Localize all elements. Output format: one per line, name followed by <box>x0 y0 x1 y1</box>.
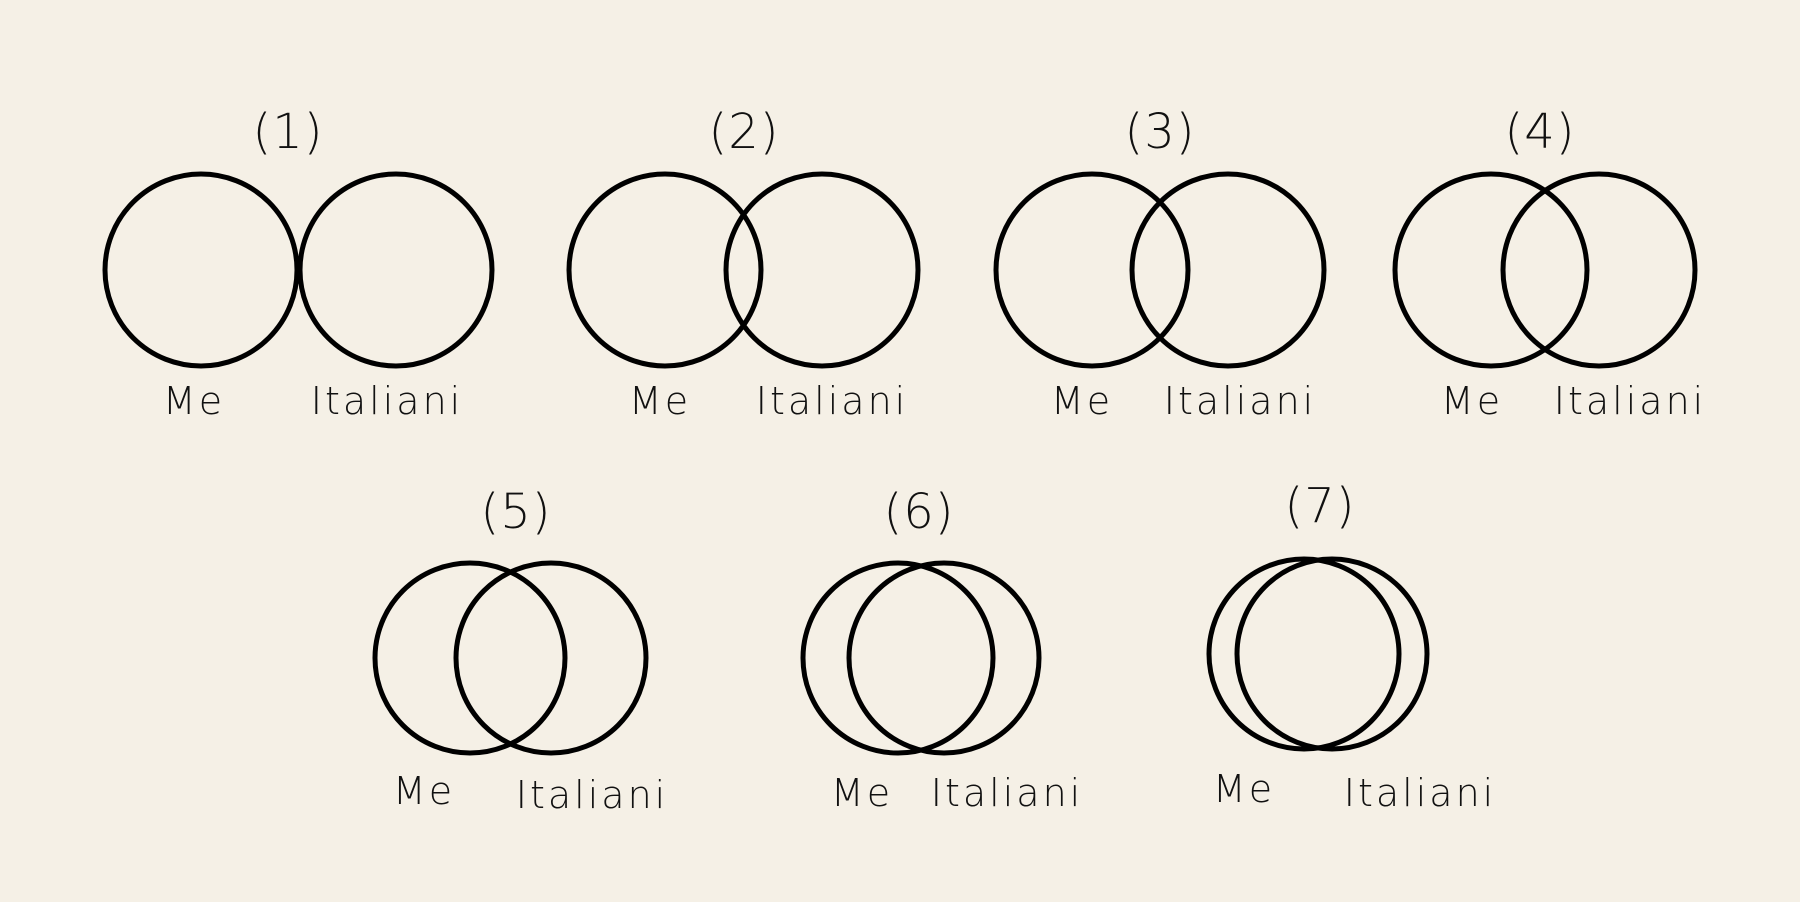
italiani-label-2: Italiani <box>756 379 908 423</box>
italiani-label-4: Italiani <box>1554 379 1706 423</box>
diagram-number-7: (7) <box>1285 478 1356 534</box>
venn-diagram-2: (2) Me Italiani <box>566 104 921 423</box>
italiani-label-6: Italiani <box>931 771 1083 815</box>
diagram-number-3: (3) <box>1125 104 1196 160</box>
italiani-circle-1 <box>297 171 495 369</box>
venn-diagram-6: (6) Me Italiani <box>800 484 1083 815</box>
me-label-5: Me <box>393 769 455 813</box>
venn-diagram-1: (1) Me Italiani <box>102 104 495 423</box>
italiani-label-1: Italiani <box>311 379 463 423</box>
me-circle-1 <box>102 171 300 369</box>
me-circle-5 <box>372 560 568 756</box>
italiani-circle-3 <box>1129 171 1327 369</box>
diagram-number-4: (4) <box>1505 104 1576 160</box>
diagram-number-1: (1) <box>253 104 324 160</box>
me-label-1: Me <box>163 379 225 423</box>
venn-diagram-7: (7) Me Italiani <box>1206 478 1496 815</box>
me-label-4: Me <box>1441 379 1503 423</box>
me-label-3: Me <box>1051 379 1113 423</box>
me-circle-2 <box>566 171 764 369</box>
italiani-circle-2 <box>723 171 921 369</box>
me-circle-3 <box>993 171 1191 369</box>
diagram-number-2: (2) <box>709 104 780 160</box>
italiani-label-5: Italiani <box>516 773 668 817</box>
italiani-label-3: Italiani <box>1164 379 1316 423</box>
diagram-number-6: (6) <box>884 484 955 540</box>
venn-diagram-4: (4) Me Italiani <box>1392 104 1706 423</box>
me-label-2: Me <box>629 379 691 423</box>
venn-diagram-3: (3) Me Italiani <box>993 104 1327 423</box>
italiani-label-7: Italiani <box>1344 771 1496 815</box>
diagram-number-5: (5) <box>481 484 552 540</box>
italiani-circle-5 <box>453 560 649 756</box>
italiani-circle-6 <box>846 560 1042 756</box>
me-circle-4 <box>1392 171 1590 369</box>
italiani-circle-4 <box>1500 171 1698 369</box>
venn-diagram-5: (5) Me Italiani <box>372 484 668 817</box>
me-label-7: Me <box>1213 767 1275 811</box>
italiani-circle-7 <box>1234 556 1430 752</box>
me-circle-6 <box>800 560 996 756</box>
me-circle-7 <box>1206 556 1402 752</box>
me-label-6: Me <box>831 771 893 815</box>
